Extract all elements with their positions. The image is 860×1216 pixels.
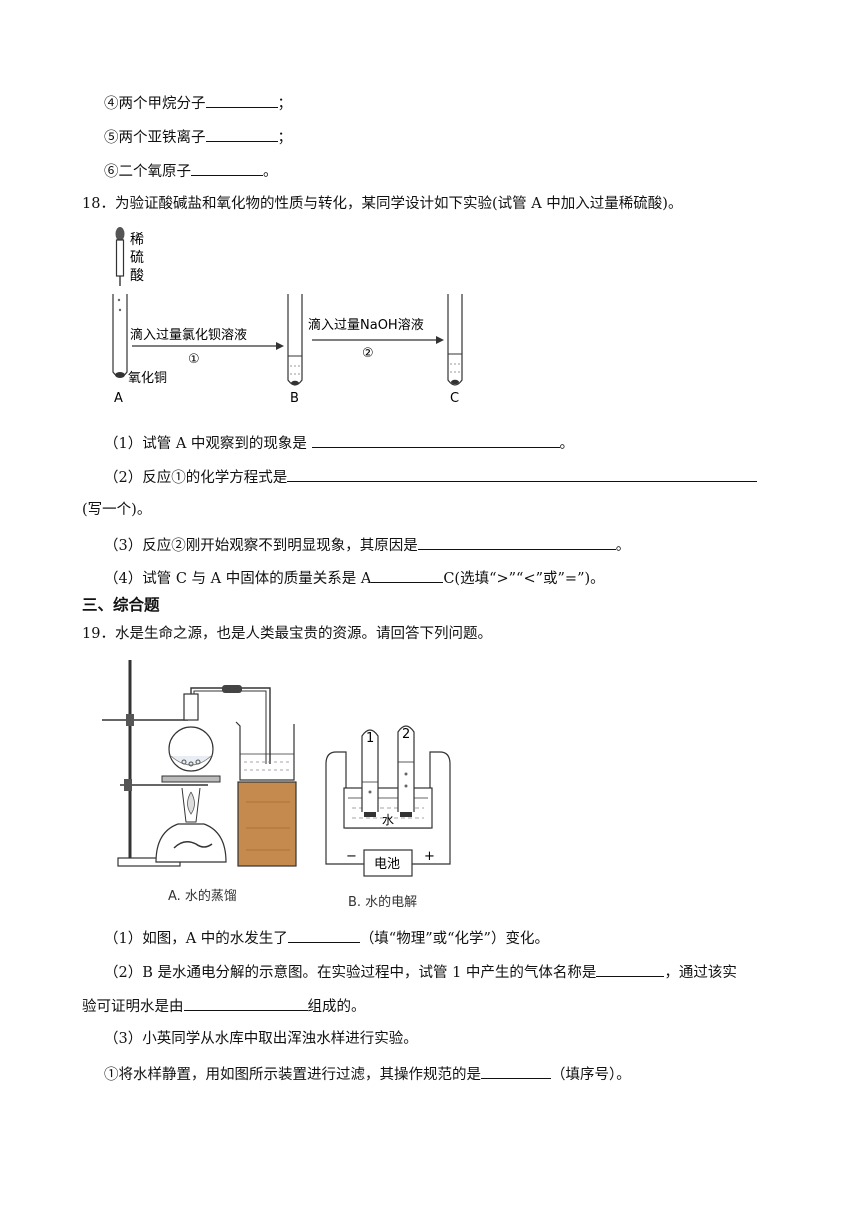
test-tube-a [112,294,128,378]
cuo-label: 氧化铜 [128,371,167,386]
arrow2-num: ② [362,346,374,361]
dropper-icon [115,227,125,286]
q19-part-1: （1）如图，A 中的水发生了（填“物理”或“化学”）变化。 [104,927,549,949]
q19-part-3-1: ①将水样静置，用如图所示装置进行过滤，其操作规范的是（填序号）。 [104,1063,631,1085]
answer-blank[interactable] [371,567,444,583]
answer-blank[interactable] [287,927,360,943]
battery-label: 电池 [374,857,400,872]
caption-a: A. 水的蒸馏 [168,888,237,904]
q17-item-5: ⑤两个亚铁离子； [104,126,292,148]
tube-1-label: 1 [366,731,374,746]
water-label: 水 [382,813,394,827]
answer-blank[interactable] [311,432,560,448]
acid-label-1: 稀 [130,232,144,248]
answer-blank[interactable] [205,126,278,142]
test-tube-b [287,294,303,386]
acid-label-2: 硫 [130,250,144,266]
q17-item-6: ⑥二个氧原子。 [104,160,278,182]
arrow2-text: 滴入过量NaOH溶液 [308,317,424,333]
answer-blank[interactable] [596,961,665,977]
arrow1-num: ① [188,352,200,367]
plus-sign: + [424,849,435,864]
q17-item-4: ④两个甲烷分子； [104,92,292,114]
q19-part-3: （3）小英同学从水库中取出浑浊水样进行实验。 [104,1031,418,1047]
electrolysis-apparatus [325,725,451,877]
q18-figure: 稀 硫 酸 氧化铜 A 滴入过量氯化钡溶液 ① B 滴入过量NaOH溶液 ② C [112,227,463,406]
q18-part-2: （2）反应①的化学方程式是 [104,466,758,488]
acid-label-3: 酸 [130,268,144,284]
answer-blank[interactable] [481,1063,551,1079]
answer-blank[interactable] [417,534,616,550]
minus-sign: − [346,849,357,864]
q18-stem: 18．为验证酸碱盐和氧化物的性质与转化，某同学设计如下实验(试管 A 中加入过量… [82,196,683,212]
tube-c-label: C [450,391,459,406]
tube-2-label: 2 [402,727,410,742]
q19-stem: 19．水是生命之源，也是人类最宝贵的资源。请回答下列问题。 [82,626,492,642]
answer-blank[interactable] [183,995,308,1011]
q18-part-1: （1）试管 A 中观察到的现象是 。 [104,432,574,454]
q18-part-3: （3）反应②刚开始观察不到明显现象，其原因是。 [104,534,630,556]
section-heading: 三、综合题 [82,596,160,614]
answer-blank[interactable] [205,92,278,108]
caption-b: B. 水的电解 [348,894,417,910]
q19-figure: A. 水的蒸馏 1 2 水 电池 − + B. 水的电解 [102,660,451,910]
answer-blank[interactable] [287,466,758,482]
arrow1-text: 滴入过量氯化钡溶液 [130,327,247,343]
q19-part-2-cont: 验可证明水是由组成的。 [82,995,366,1017]
distillation-apparatus [102,660,297,867]
q19-part-2: （2）B 是水通电分解的示意图。在实验过程中，试管 1 中产生的气体名称是，通过… [104,961,737,983]
test-tube-c [447,294,463,386]
tube-b-label: B [290,391,299,406]
tube-a-label: A [114,391,123,406]
q18-part-2-cont: (写一个)。 [82,502,152,518]
answer-blank[interactable] [191,160,263,176]
